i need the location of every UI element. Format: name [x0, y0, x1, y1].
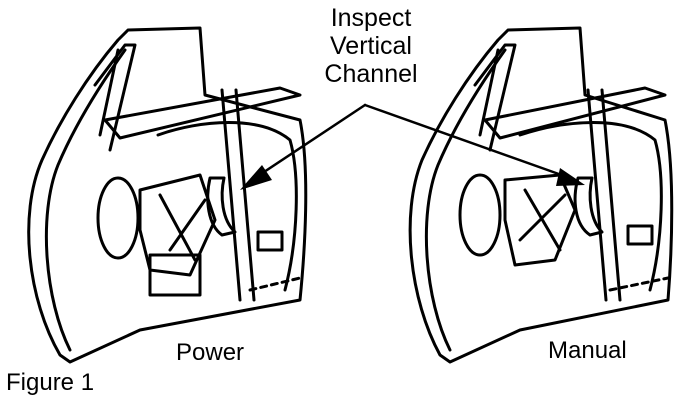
power-cutout	[256, 230, 284, 252]
manual-cutout	[626, 224, 654, 246]
manual-door-assembly	[408, 26, 674, 364]
manual-panel-label: Manual	[548, 337, 627, 364]
manual-window-frame	[473, 43, 517, 152]
callout-line-1: Inspect	[330, 4, 412, 32]
figure-caption: Figure 1	[6, 369, 95, 396]
manual-channel-bracket	[573, 176, 604, 237]
power-lower-edge	[248, 276, 302, 292]
power-speaker-opening	[96, 176, 140, 260]
callout-label: Inspect Vertical Channel	[296, 4, 446, 88]
manual-lower-edge	[608, 276, 670, 292]
power-regulator	[138, 173, 217, 277]
manual-speaker-opening	[458, 173, 502, 257]
power-door-outline	[27, 26, 308, 364]
power-door-assembly	[27, 26, 308, 364]
manual-belt-rail	[483, 86, 667, 140]
callout-arrowhead-right	[556, 168, 585, 186]
manual-access-panel	[518, 121, 663, 292]
power-access-panel	[156, 121, 298, 292]
power-channel-bracket	[206, 176, 237, 237]
callout-line-2: Vertical	[330, 32, 412, 60]
power-motor	[148, 253, 202, 297]
manual-door-inner-edge	[424, 48, 507, 352]
callout-arrowhead-left	[240, 165, 272, 190]
power-panel-label: Power	[176, 339, 245, 366]
power-door-inner-edge	[44, 48, 127, 352]
power-window-frame	[93, 43, 137, 152]
manual-vertical-channel	[586, 88, 622, 302]
callout-leader-right	[363, 103, 572, 180]
power-vertical-channel	[220, 88, 256, 302]
manual-regulator	[503, 173, 577, 267]
callout-line-3: Channel	[324, 60, 418, 88]
manual-door-outline	[408, 26, 674, 364]
callout-leader-left	[250, 103, 367, 182]
